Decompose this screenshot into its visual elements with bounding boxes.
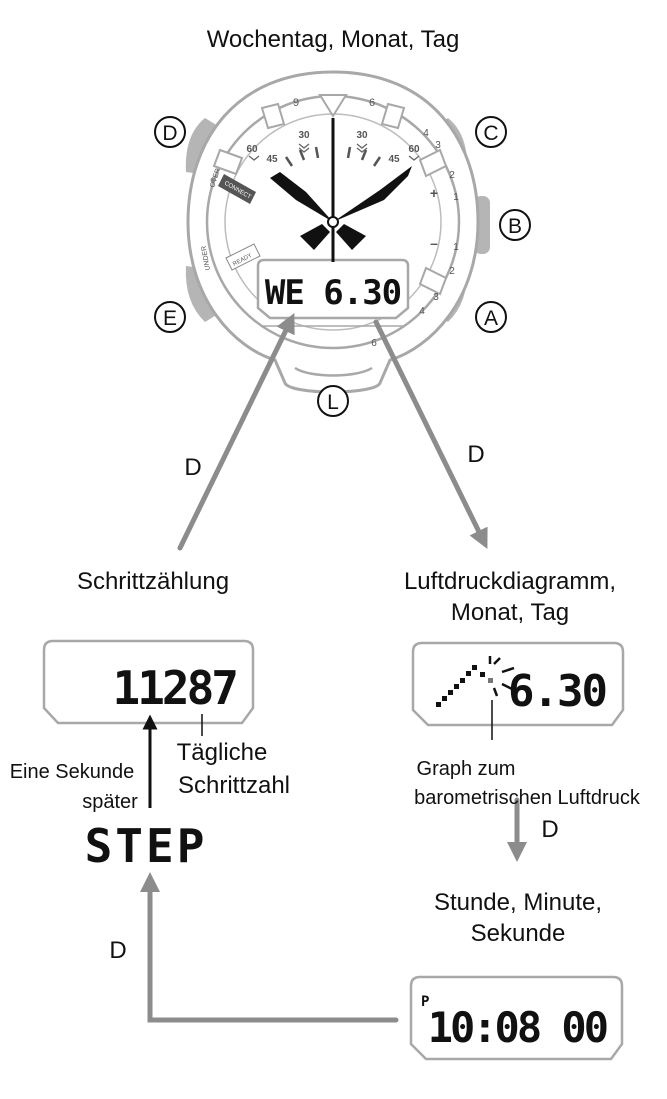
baro-mode: Luftdruckdiagramm, Monat, Tag 6.30 Graph… — [404, 568, 641, 809]
button-l-badge[interactable] — [317, 385, 349, 417]
step-delay-label-2: später — [82, 791, 138, 813]
button-e-badge[interactable] — [154, 301, 186, 333]
step-heading: Schrittzählung — [77, 568, 229, 595]
dial-2-top: 2 — [449, 170, 455, 181]
dial-chevrons — [248, 143, 420, 161]
baro-graph-label-1: Graph zum — [417, 758, 516, 780]
arrow-time-to-step — [140, 872, 399, 1023]
dial-60-right: 60 — [408, 144, 420, 155]
hand-pivot — [327, 216, 339, 228]
transition-label-baro: D — [467, 441, 484, 468]
baro-date: 6.30 — [508, 666, 606, 717]
baro-graph-icon — [436, 665, 493, 707]
dial-1-top: 1 — [453, 192, 459, 203]
watch-lug-inner — [294, 366, 373, 377]
transition-arrows — [140, 313, 527, 1023]
dial-ticks — [284, 146, 382, 167]
step-text: STEP — [85, 819, 208, 873]
button-labels: D C B E A L — [154, 116, 531, 417]
hand-counterweight — [300, 224, 366, 250]
transition-label-step: D — [184, 454, 201, 481]
button-d-letter: D — [162, 122, 177, 145]
button-e-letter: E — [163, 307, 177, 330]
step-mode: Schrittzählung 11287 Tägliche Schrittzah… — [10, 568, 290, 873]
dial-3-top: 3 — [435, 140, 441, 151]
baro-flash-icon — [488, 656, 515, 697]
dial-45-right: 45 — [388, 154, 400, 165]
transition-label-time-to-step: D — [109, 937, 126, 964]
dial-1-bottom: 1 — [453, 242, 459, 253]
watch-lcd-text: WE 6.30 — [265, 273, 401, 313]
button-a-badge[interactable] — [475, 301, 507, 333]
dial-30-right: 30 — [356, 130, 368, 141]
time-heading-2: Sekunde — [471, 920, 566, 947]
baro-graph-label-2: barometrischen Luftdruck — [414, 787, 641, 809]
step-delay-label-1: Eine Sekunde — [10, 761, 135, 783]
watch-lcd-window — [256, 258, 410, 320]
hour-markers — [212, 94, 448, 296]
time-heading-1: Stunde, Minute, — [434, 889, 602, 916]
diagram-title: Wochentag, Monat, Tag — [207, 26, 460, 53]
baro-heading-2: Monat, Tag — [451, 599, 569, 626]
button-c-badge[interactable] — [475, 116, 507, 148]
dial-9: 9 — [293, 97, 299, 109]
dial-6-top: 6 — [369, 97, 375, 109]
step-lcd-frame — [42, 639, 255, 725]
button-d-shape[interactable] — [185, 118, 218, 174]
under-label: UNDER — [201, 245, 212, 271]
connect-dot — [210, 177, 216, 183]
watch: 9 6 30 30 45 45 60 60 3 4 2 1 + – 1 2 3 … — [185, 70, 490, 394]
baro-heading-1: Luftdruckdiagramm, — [404, 568, 616, 595]
button-b-badge[interactable] — [499, 209, 531, 241]
time-display: 10:08 00 — [428, 1003, 607, 1052]
arrow-watch-to-baro — [373, 319, 488, 549]
step-count-label-2: Schrittzahl — [178, 772, 290, 799]
step-count: 11287 — [113, 661, 237, 715]
button-a-letter: A — [484, 307, 498, 330]
time-lcd-frame — [409, 975, 624, 1061]
dial-6-bottom: 6 — [371, 338, 377, 349]
dial-60-left: 60 — [246, 144, 258, 155]
step-count-label-1: Tägliche — [177, 739, 268, 766]
button-b-letter: B — [508, 215, 522, 238]
dial-plus: + — [430, 185, 438, 201]
button-l-letter: L — [327, 391, 339, 414]
dial-45-left: 45 — [266, 154, 278, 165]
baro-lcd-frame — [411, 641, 625, 727]
time-mode: Stunde, Minute, Sekunde P 10:08 00 — [409, 889, 624, 1061]
button-c-letter: C — [483, 122, 498, 145]
dial-30-left: 30 — [298, 130, 310, 141]
time-pm-indicator: P — [421, 994, 429, 1010]
watch-hands — [270, 118, 412, 262]
button-d-badge[interactable] — [154, 116, 186, 148]
dial-minus: – — [430, 235, 438, 251]
hour-hand — [270, 172, 333, 222]
arrow-step-to-watch — [177, 313, 295, 551]
transition-label-time: D — [541, 816, 558, 843]
dial-2-bottom: 2 — [449, 266, 455, 277]
dial-3-bottom: 3 — [433, 292, 439, 303]
dial-4-bottom: 4 — [419, 306, 425, 317]
dial-4-top: 4 — [423, 128, 429, 139]
